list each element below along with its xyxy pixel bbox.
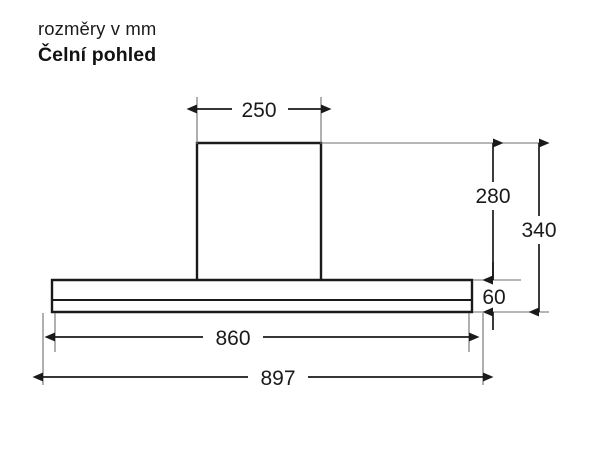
dimension-250: 250	[186, 99, 332, 122]
chimney-shape	[195, 141, 323, 283]
dimension-280: 280	[475, 138, 511, 285]
chimney-rect	[195, 141, 323, 283]
canopy-body	[50, 278, 474, 314]
dim-280-label: 280	[475, 185, 510, 208]
dim-860-label: 860	[215, 327, 250, 350]
dimension-340: 340	[521, 138, 557, 317]
dim-897-label: 897	[260, 367, 295, 390]
dim-250-label: 250	[241, 99, 276, 122]
dimension-860: 860	[44, 327, 480, 350]
hood-outline	[50, 141, 474, 314]
dim-340-label: 340	[521, 219, 556, 242]
dimension-897: 897	[32, 367, 494, 390]
canopy-rect	[50, 278, 474, 314]
dimension-60: 60	[482, 262, 506, 330]
dim-60-label: 60	[482, 286, 505, 309]
units-note: rozměry v mm	[38, 18, 157, 39]
view-title: Čelní pohled	[38, 44, 157, 66]
